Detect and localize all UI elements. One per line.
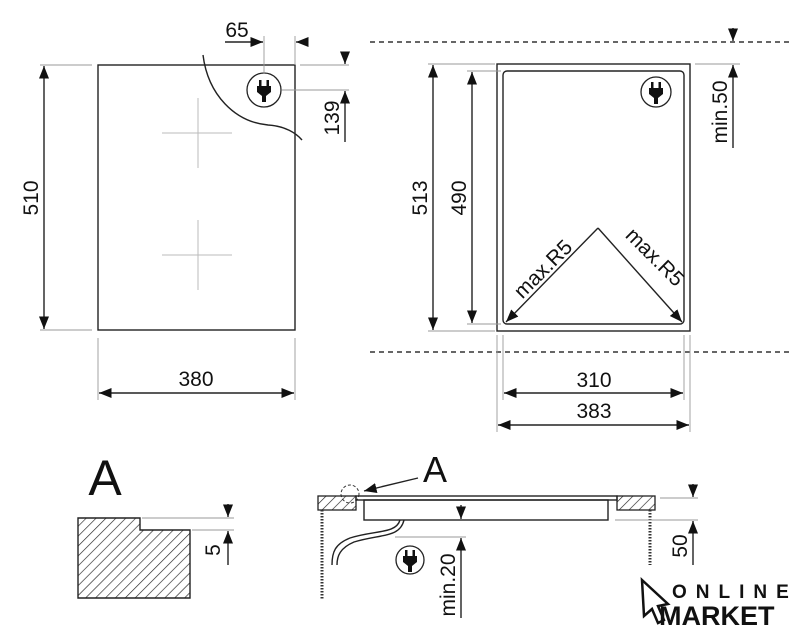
- outer-width-dimension: 383: [576, 400, 611, 423]
- plug-offset-x-dimension: 65: [225, 19, 248, 42]
- hob-body: [363, 499, 609, 521]
- power-cable: [331, 519, 401, 566]
- cursor-arrow-icon: [640, 576, 671, 625]
- cutout-view: 513 490 min.50 max.R5 max.R5 310 383: [370, 28, 792, 432]
- power-plug-icon: [246, 72, 282, 108]
- outer-height-dimension: 513: [409, 180, 432, 215]
- detail-a-view: A 5: [77, 450, 234, 599]
- detail-label: A: [88, 450, 122, 506]
- step-dimension: 5: [202, 544, 225, 556]
- corner-radius-left: max.R5: [510, 236, 577, 303]
- height-dimension: 510: [20, 180, 43, 215]
- cooking-zone-crosses: [162, 98, 232, 290]
- top-view: 510 380 65 139: [20, 19, 351, 400]
- inner-cutout: [502, 70, 685, 325]
- min-clearance-dimension: min.20: [437, 553, 460, 616]
- worktop-section: [77, 517, 191, 599]
- width-dimension: 380: [178, 368, 213, 391]
- worktop-right: [616, 495, 656, 511]
- detail-reference-label: A: [423, 449, 447, 490]
- corner-radius-right: max.R5: [621, 224, 688, 291]
- outer-cutout: [496, 63, 691, 332]
- logo-line1: ONLINE: [672, 582, 798, 603]
- depth-dimension: 50: [669, 534, 692, 557]
- hob-outline: [97, 64, 296, 331]
- worktop-left: [317, 495, 357, 511]
- online-market-logo: ONLINE MARKET: [640, 576, 798, 631]
- logo-line2: MARKET: [659, 601, 775, 631]
- inner-width-dimension: 310: [576, 369, 611, 392]
- power-plug-icon: [395, 545, 425, 575]
- plug-offset-y-dimension: 139: [321, 100, 344, 135]
- section-view: A min.20 50: [317, 449, 699, 618]
- min-top-clearance-dimension: min.50: [709, 80, 732, 143]
- power-cable: [202, 54, 303, 141]
- power-plug-icon: [640, 76, 672, 108]
- inner-height-dimension: 490: [448, 180, 471, 215]
